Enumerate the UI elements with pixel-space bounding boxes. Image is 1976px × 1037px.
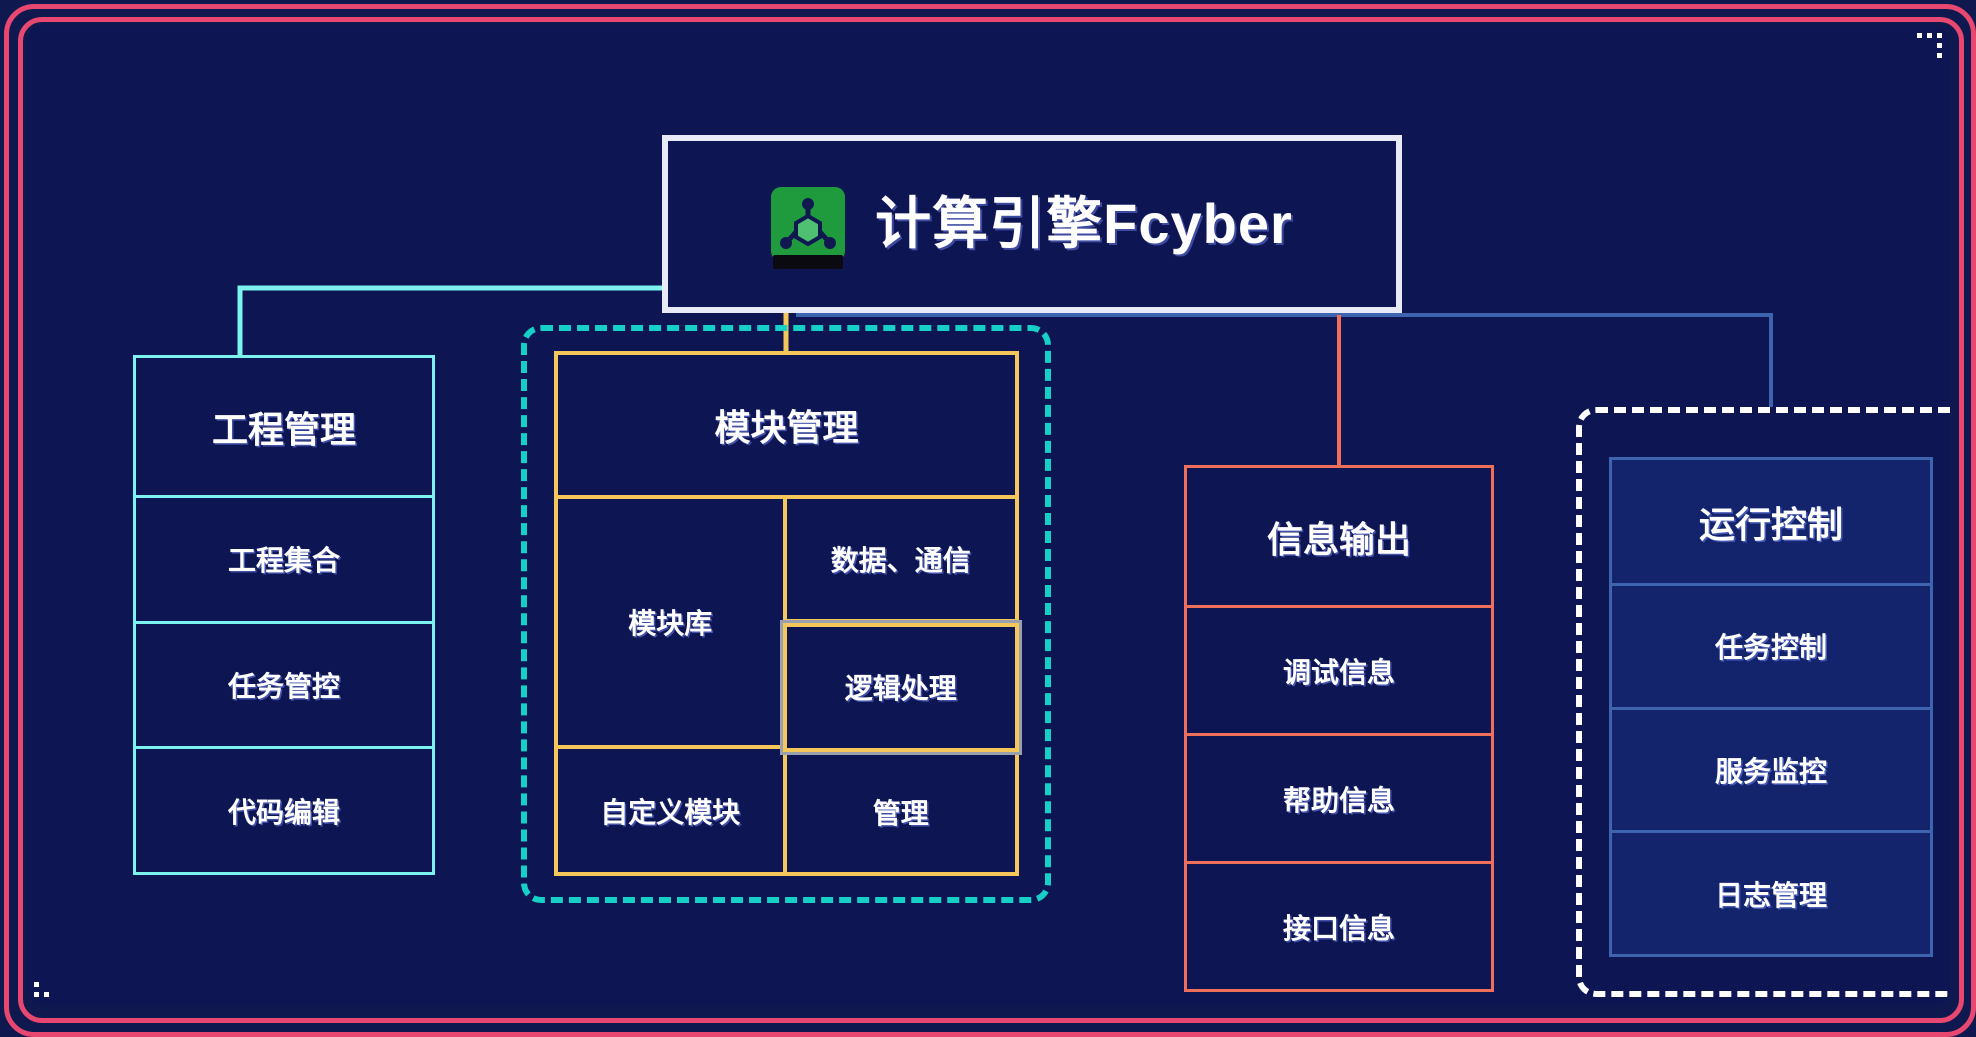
panel-item-engineering-0[interactable]: 工程集合: [136, 498, 432, 624]
panel-module-management[interactable]: 模块管理 模块库 自定义模块 数据、通信 逻辑处理 管理: [554, 351, 1022, 876]
panel-runtime-control[interactable]: 运行控制 任务控制 服务监控 日志管理: [1609, 457, 1933, 957]
panel-item-engineering-1[interactable]: 任务管控: [136, 624, 432, 750]
panel-wrapper-module-management: [521, 325, 1051, 903]
module-grid-left: 模块库 自定义模块: [558, 499, 787, 872]
icon-base-bar: [773, 255, 844, 269]
module-grid: 模块库 自定义模块 数据、通信 逻辑处理 管理: [558, 499, 1022, 872]
panel-item-runtime-1[interactable]: 服务监控: [1612, 710, 1930, 834]
panel-wrapper-runtime-control: [1576, 407, 1950, 997]
corner-marks-bottom-left: [32, 959, 72, 999]
node-graph-icon: [771, 187, 846, 269]
corner-marks-top-right: [1904, 31, 1944, 71]
panel-header-output: 信息输出: [1187, 468, 1491, 608]
panel-item-runtime-0[interactable]: 任务控制: [1612, 586, 1930, 710]
module-grid-right: 数据、通信 逻辑处理 管理: [779, 499, 1022, 872]
panel-header-runtime: 运行控制: [1612, 460, 1930, 586]
panel-item-output-1[interactable]: 帮助信息: [1187, 736, 1491, 864]
panel-item-manage[interactable]: 管理: [872, 797, 929, 829]
panel-header-module: 模块管理: [558, 355, 1015, 499]
panel-item-logic-processing[interactable]: 逻辑处理: [779, 620, 1022, 755]
panel-item-custom-module[interactable]: 自定义模块: [600, 796, 741, 828]
diagram-canvas: 计算引擎Fcyber 工程管理 工程集合 任务管控 代码编辑 模块管理 模块库 …: [26, 25, 1950, 1005]
page-title: 计算引擎Fcyber: [875, 192, 1293, 255]
panel-engineering-management[interactable]: 工程管理 工程集合 任务管控 代码编辑: [133, 355, 435, 875]
panel-item-module-library[interactable]: 模块库: [558, 499, 783, 749]
panel-item-output-0[interactable]: 调试信息: [1187, 608, 1491, 736]
panel-information-output[interactable]: 信息输出 调试信息 帮助信息 接口信息: [1184, 465, 1494, 992]
title-node[interactable]: 计算引擎Fcyber: [662, 135, 1402, 313]
panel-item-engineering-2[interactable]: 代码编辑: [227, 796, 340, 828]
panel-header-engineering: 工程管理: [136, 358, 432, 498]
panel-item-output-2[interactable]: 接口信息: [1282, 912, 1395, 944]
panel-item-data-comm[interactable]: 数据、通信: [786, 499, 1015, 624]
panel-item-runtime-2[interactable]: 日志管理: [1714, 879, 1827, 911]
